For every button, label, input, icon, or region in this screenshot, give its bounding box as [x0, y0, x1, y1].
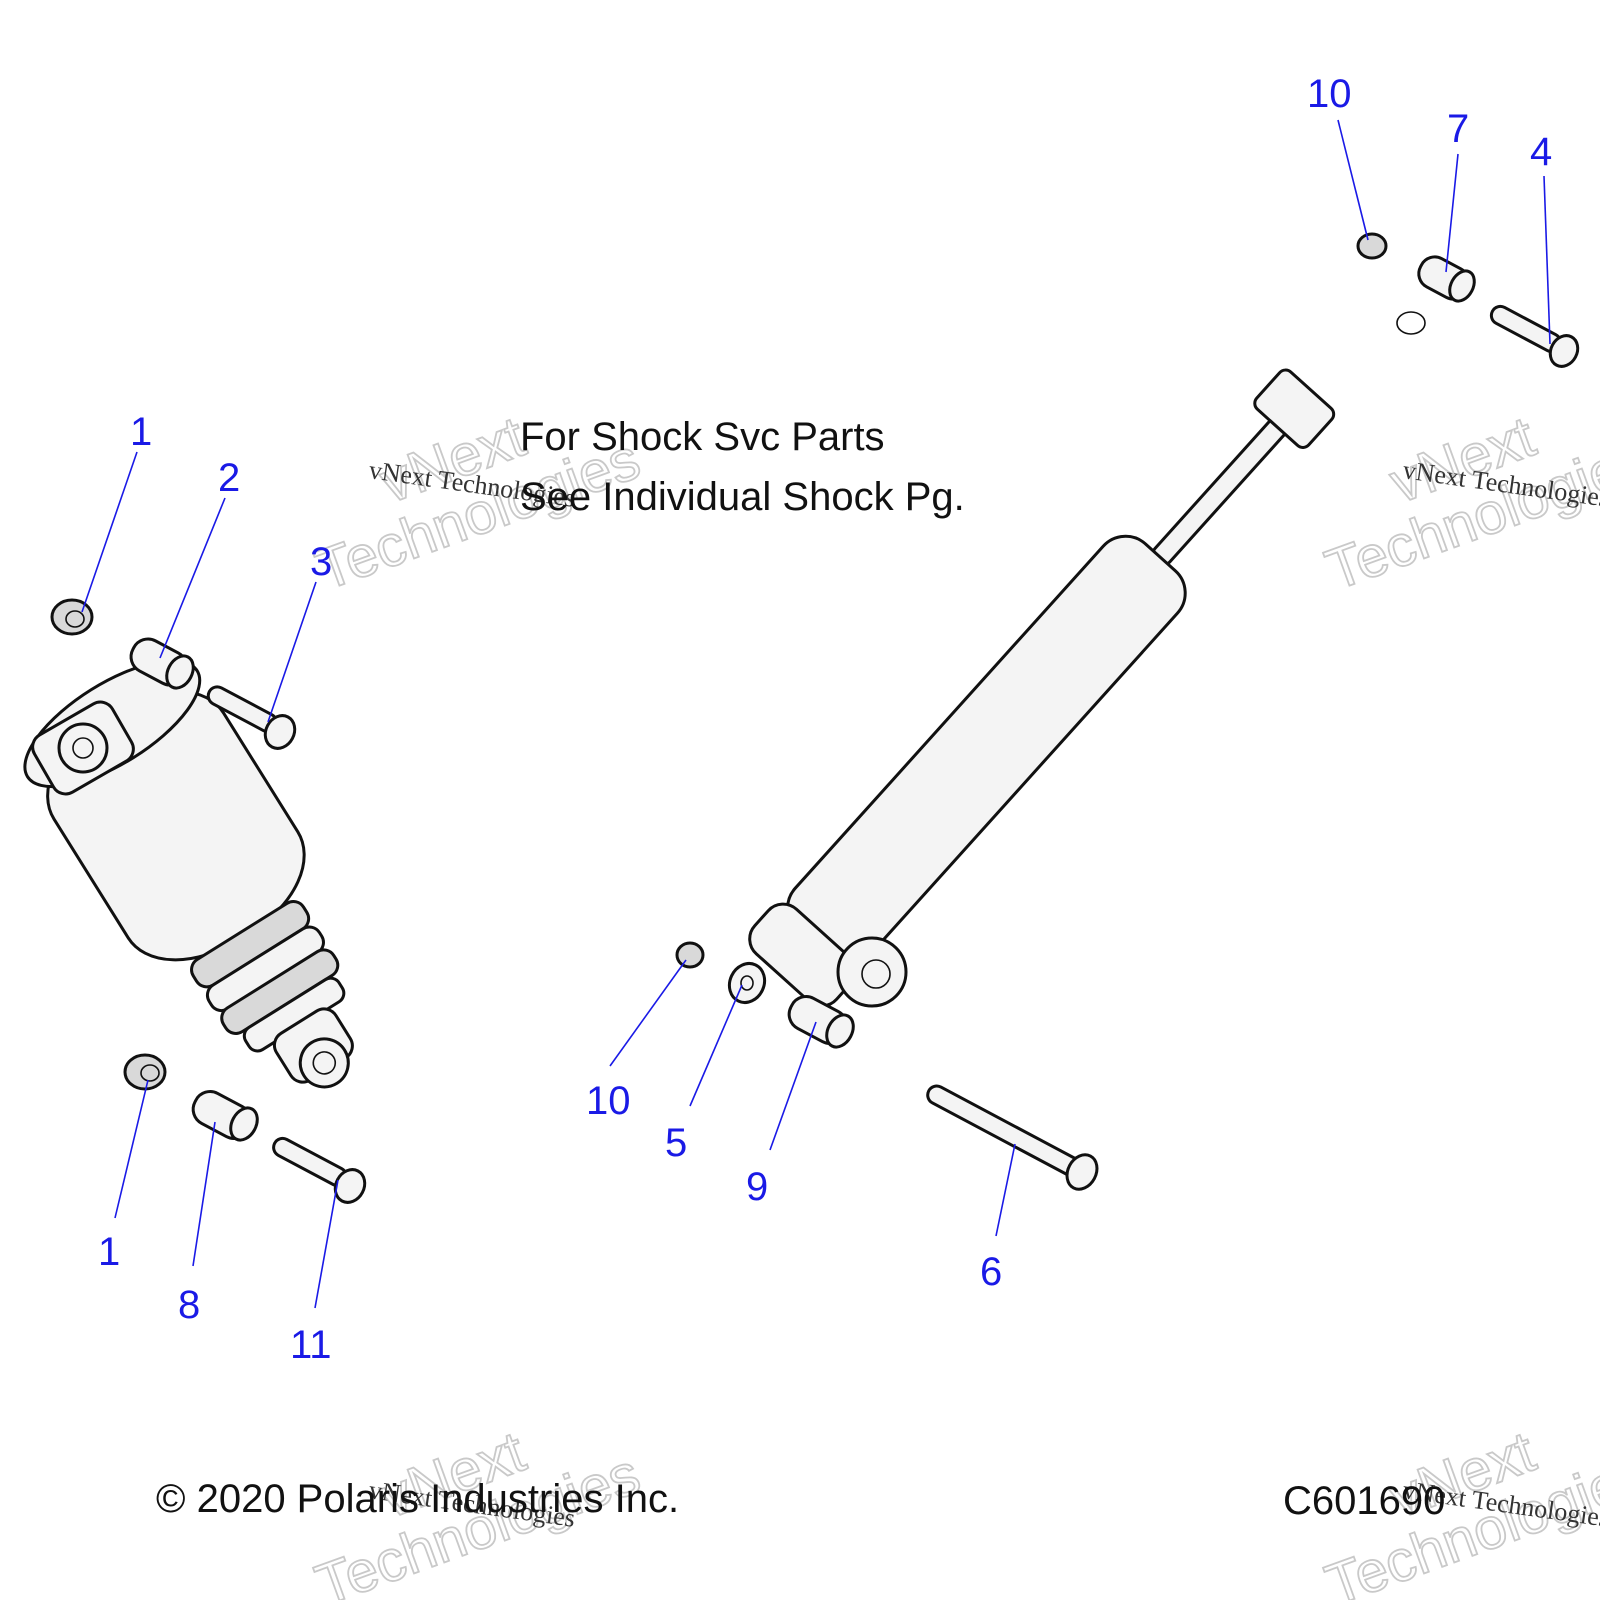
bushing-part-2	[129, 637, 195, 690]
bushing-part-9	[787, 995, 855, 1049]
nut-part-10-mid	[675, 941, 705, 969]
copyright-text: © 2020 Polaris Industries Inc.	[156, 1477, 679, 1521]
callout-2: 2	[218, 456, 240, 500]
callout-6: 6	[980, 1250, 1002, 1294]
callout-1-bottom: 1	[98, 1230, 120, 1274]
nut-part-1-top	[50, 598, 94, 636]
callout-5: 5	[665, 1121, 687, 1165]
nut-part-10-top	[1356, 232, 1388, 260]
bolt-part-6	[926, 1084, 1099, 1191]
callout-7: 7	[1447, 107, 1469, 151]
callout-4: 4	[1530, 130, 1552, 174]
figure-code: C601690	[1283, 1479, 1445, 1523]
callout-1-top: 1	[130, 410, 152, 454]
note-line-2: See Individual Shock Pg.	[520, 475, 965, 519]
bushing-part-8	[191, 1090, 259, 1142]
callout-11: 11	[290, 1323, 332, 1367]
callout-9: 9	[746, 1165, 768, 1209]
note-line-1: For Shock Svc Parts	[520, 415, 885, 459]
bolt-part-11	[272, 1136, 367, 1204]
nut-part-1-bottom	[123, 1053, 167, 1091]
callout-3: 3	[310, 540, 332, 584]
bushing-part-7	[1417, 255, 1476, 303]
bolt-part-4	[1489, 304, 1580, 368]
washer-part-5	[727, 962, 767, 1004]
right-shock-absorber	[748, 311, 1426, 1008]
callout-10-mid: 10	[586, 1079, 631, 1123]
left-shock-absorber	[23, 659, 354, 1089]
watermark-group: vNext Technologies vNext Technologies vN…	[307, 403, 1600, 1600]
callout-10-top: 10	[1307, 72, 1352, 116]
callout-8: 8	[178, 1283, 200, 1327]
leader-lines	[81, 119, 1551, 1309]
bolt-part-3	[206, 685, 297, 750]
